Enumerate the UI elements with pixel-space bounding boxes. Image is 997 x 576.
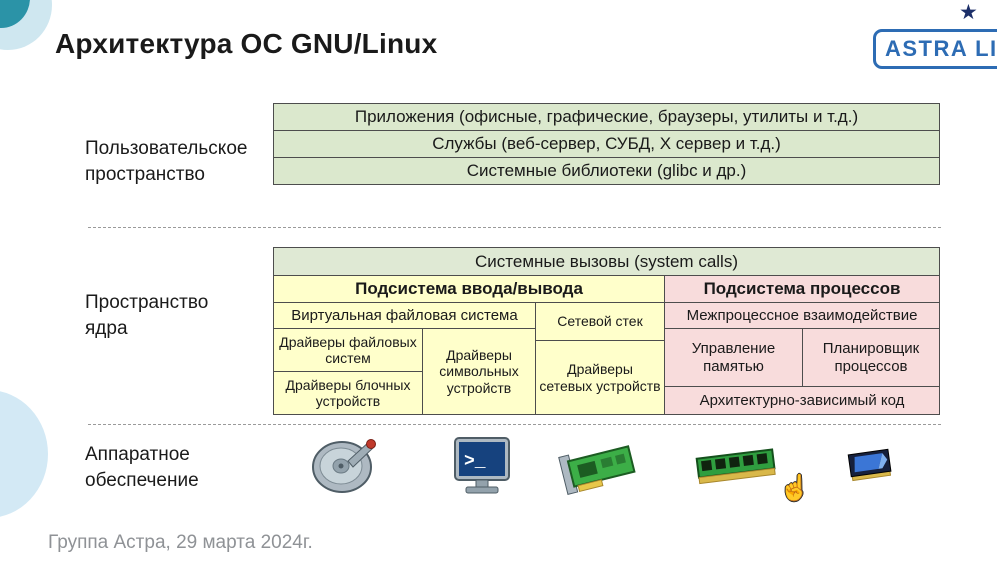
cell-process-scheduler: Планировщик процессов xyxy=(802,328,940,387)
slide-footer: Группа Астра, 29 марта 2024г. xyxy=(48,532,313,553)
network-card-icon xyxy=(554,436,644,501)
separator-user-kernel xyxy=(88,227,941,228)
slide-title: Архитектура ОС GNU/Linux xyxy=(55,28,438,59)
cell-arch-dependent-code: Архитектурно-зависимый код xyxy=(664,386,940,415)
cpu-icon xyxy=(842,440,898,497)
terminal-icon: >_ xyxy=(449,434,515,501)
separator-kernel-hardware xyxy=(88,424,941,425)
mouse-cursor: ☝ xyxy=(779,474,811,502)
cell-char-device-drivers: Драйверы символьных устройств xyxy=(422,328,536,415)
user-space-row-libraries: Системные библиотеки (glibc и др.) xyxy=(273,157,940,185)
label-user-space: Пользовательское пространство xyxy=(85,138,248,185)
cell-memory-management: Управление памятью xyxy=(664,328,803,387)
ram-icon xyxy=(694,444,778,495)
kernel-syscalls-row: Системные вызовы (system calls) xyxy=(273,247,940,276)
left-edge-decoration xyxy=(0,390,48,518)
label-hardware: Аппаратное обеспечение xyxy=(85,444,199,491)
user-space-row-applications: Приложения (офисные, графические, браузе… xyxy=(273,103,940,131)
star-icon: ★ xyxy=(959,1,978,24)
hdd-icon xyxy=(308,432,382,503)
process-subsystem-header: Подсистема процессов xyxy=(664,275,940,303)
cell-virtual-file-system: Виртуальная файловая система xyxy=(273,302,536,329)
astra-linux-logo-text: ASTRA LIN xyxy=(885,36,997,61)
cell-filesystem-drivers: Драйверы файловых систем xyxy=(273,328,423,372)
io-subsystem-header: Подсистема ввода/вывода xyxy=(273,275,665,303)
astra-linux-logo: ASTRA LIN xyxy=(873,29,997,69)
cell-block-device-drivers: Драйверы блочных устройств xyxy=(273,371,423,415)
user-space-row-services: Службы (веб-сервер, СУБД, X сервер и т.д… xyxy=(273,130,940,158)
label-kernel-space: Пространство ядра xyxy=(85,292,209,339)
cell-network-device-drivers: Драйверы сетевых устройств xyxy=(535,340,665,415)
cell-network-stack: Сетевой стек xyxy=(535,302,665,341)
cell-ipc: Межпроцессное взаимодействие xyxy=(664,302,940,329)
svg-text:>_: >_ xyxy=(464,452,486,472)
